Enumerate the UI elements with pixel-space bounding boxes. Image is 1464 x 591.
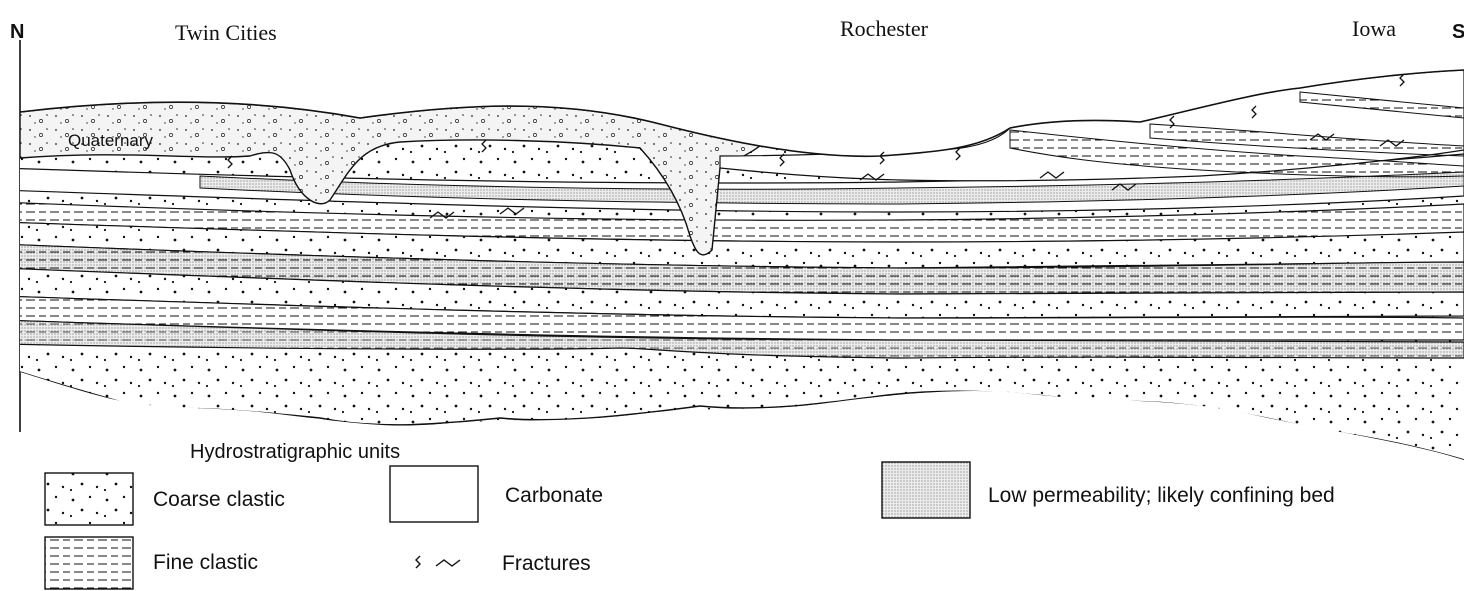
place-iowa: Iowa [1352,16,1396,41]
strata-group [0,60,1464,480]
north-label: N [10,21,24,43]
south-label: S [1452,21,1464,43]
legend-swatch-coarse [45,473,133,525]
legend-swatch-low-perm [882,462,970,518]
legend-fracture-wave-icon [436,560,460,566]
place-twin-cities: Twin Cities [175,20,277,45]
legend-label-fine: Fine clastic [153,551,258,574]
legend-label-carbonate: Carbonate [505,484,603,507]
legend-label-coarse: Coarse clastic [153,488,285,511]
legend-swatch-carbonate [390,466,478,522]
legend: Hydrostratigraphic units Coarse clastic … [45,441,1335,589]
place-rochester: Rochester [840,16,929,41]
quaternary-label: Quaternary [68,131,154,150]
legend-label-low-perm: Low permeability; likely confining bed [988,484,1335,507]
legend-title: Hydrostratigraphic units [190,441,400,463]
legend-fracture-vertical-icon [416,556,420,568]
legend-label-fractures: Fractures [502,552,591,575]
legend-swatch-fine [45,537,133,589]
